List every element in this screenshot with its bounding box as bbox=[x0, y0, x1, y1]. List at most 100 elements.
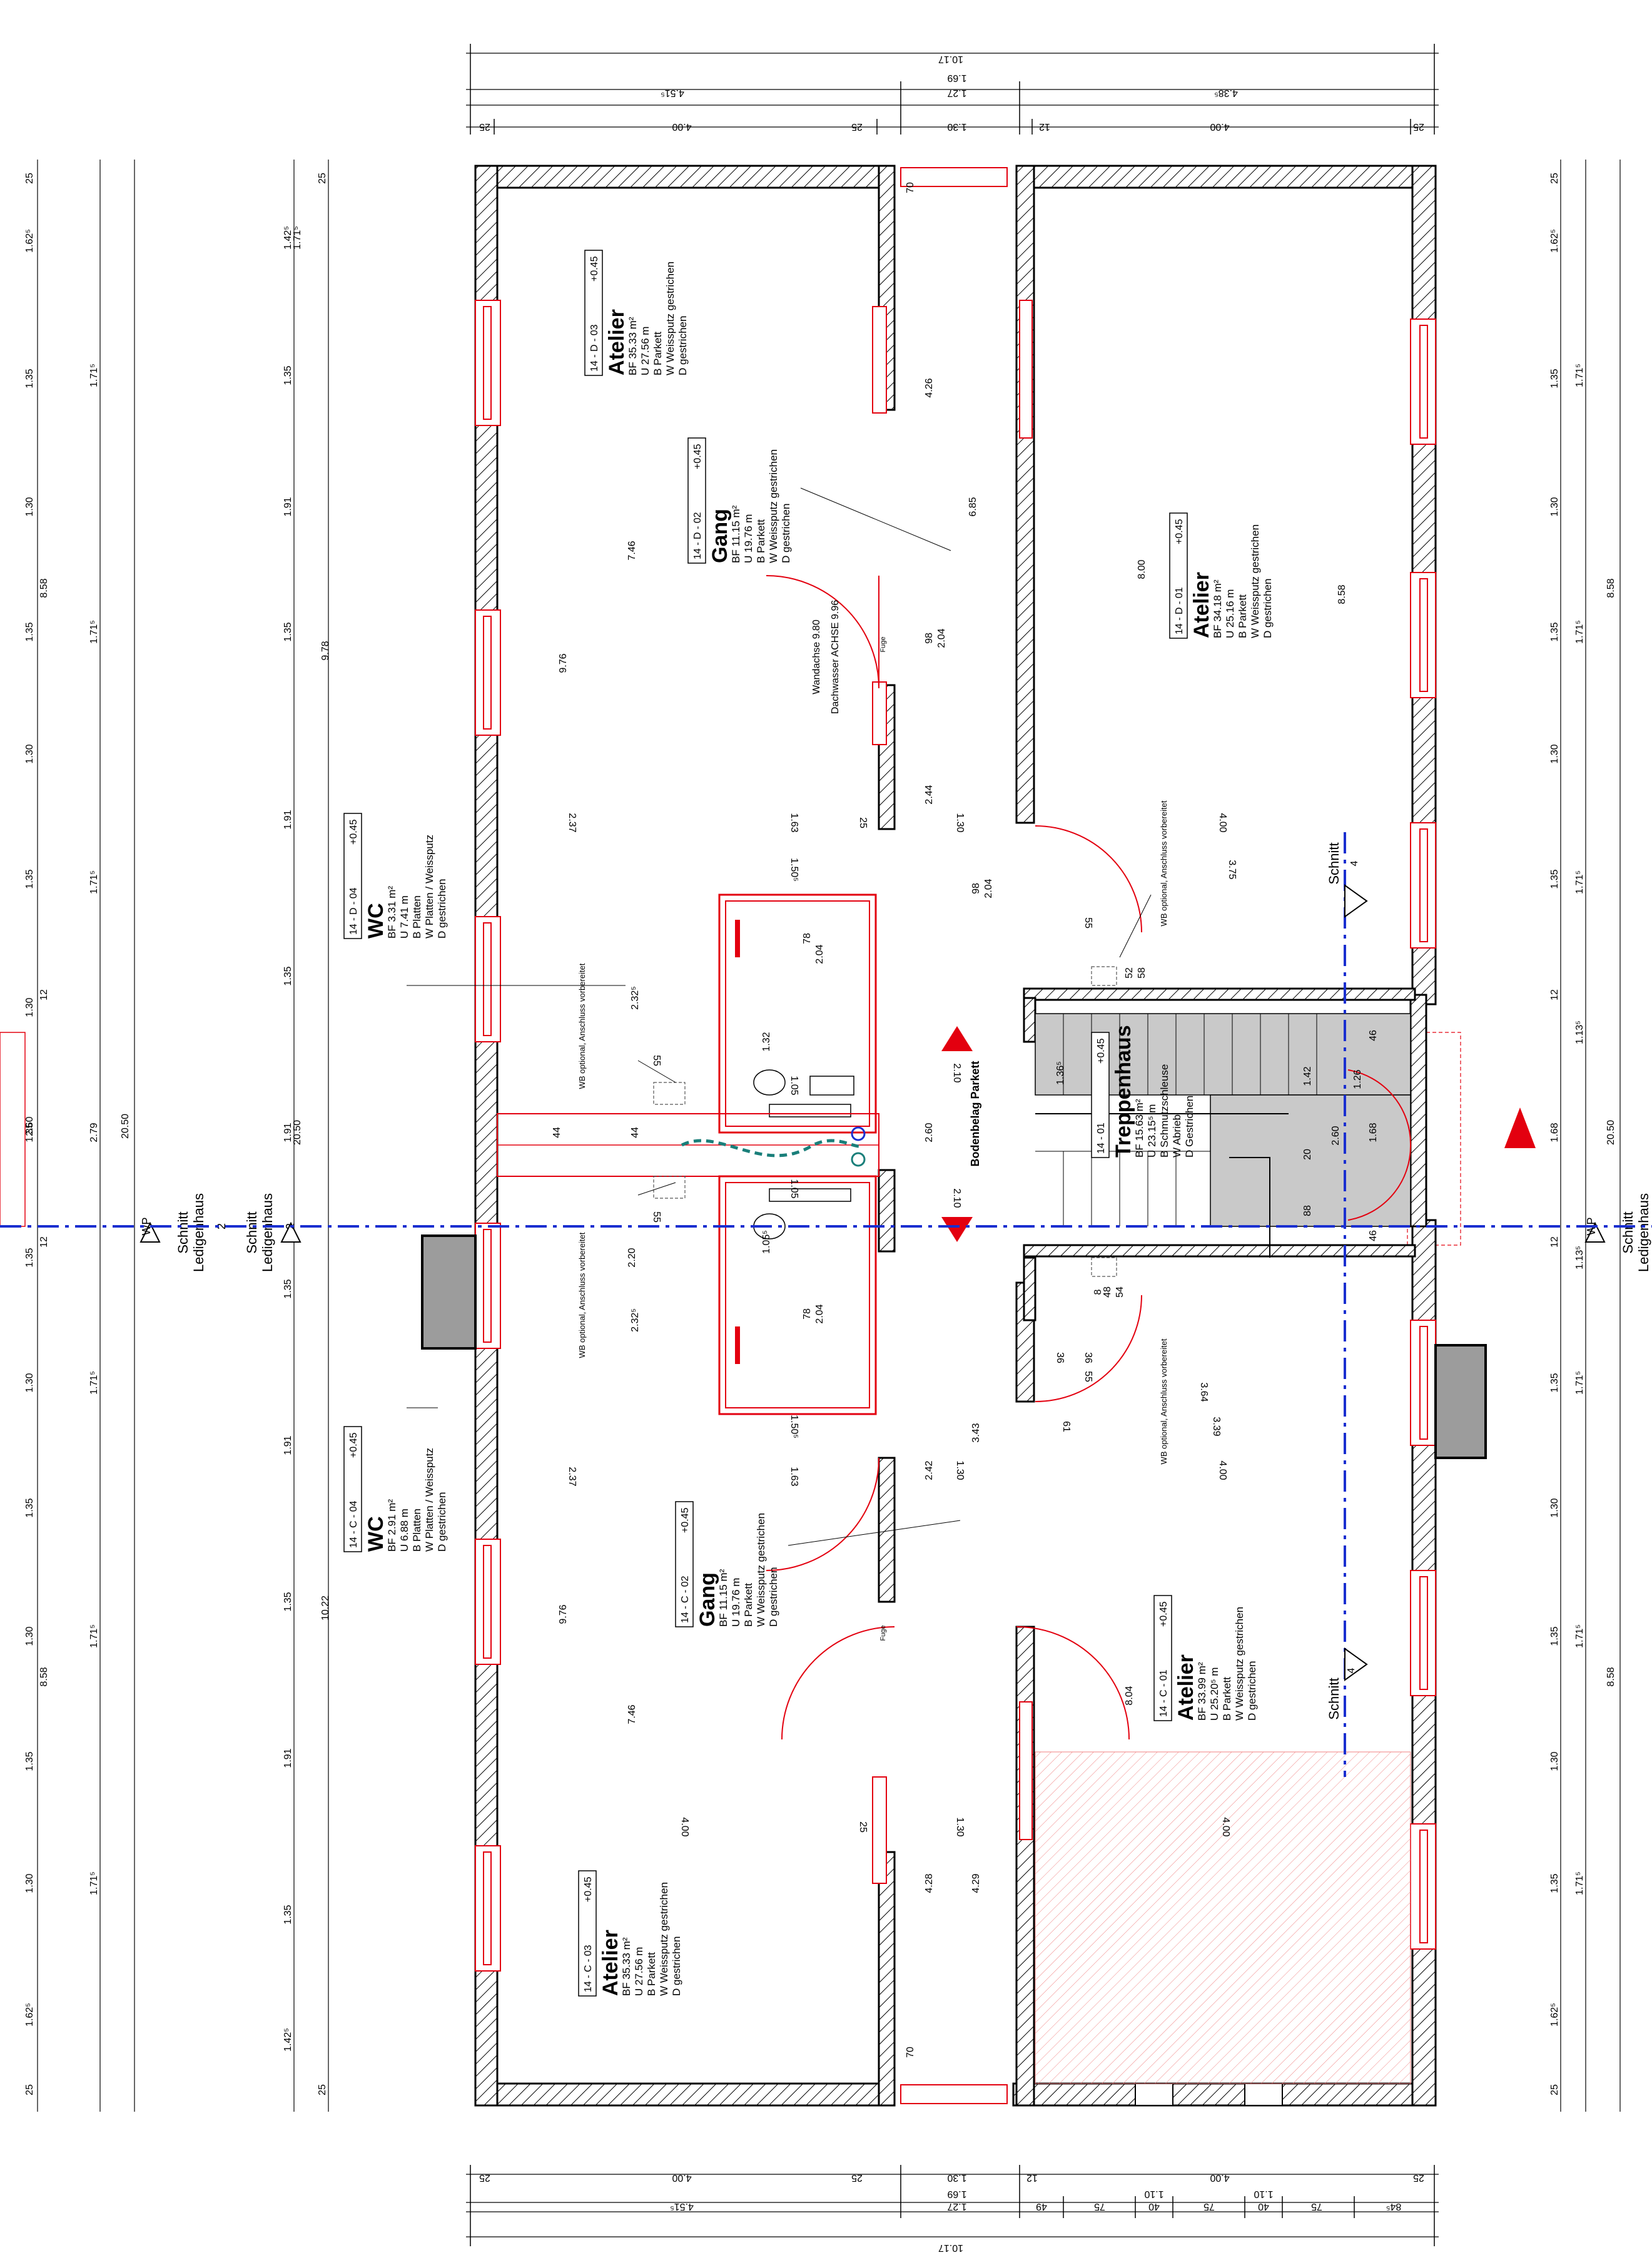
svg-text:2: 2 bbox=[215, 1223, 228, 1229]
svg-text:7.46: 7.46 bbox=[627, 541, 637, 560]
dim-top-center: 1.69 bbox=[947, 73, 966, 83]
svg-text:B Platten: B Platten bbox=[411, 1509, 423, 1552]
svg-text:1.62⁵: 1.62⁵ bbox=[24, 2003, 35, 2027]
svg-text:9.76: 9.76 bbox=[558, 1604, 569, 1624]
svg-text:8.04: 8.04 bbox=[1124, 1686, 1135, 1705]
dim-bottom-seg: 4.00 bbox=[1210, 2172, 1229, 2183]
room-stamps: 14 - D - 03 +0.45 Atelier BF 35.33 m² U … bbox=[343, 250, 1274, 1997]
svg-text:1.13⁵: 1.13⁵ bbox=[1574, 1021, 1585, 1044]
svg-text:Wandachse 9.80: Wandachse 9.80 bbox=[811, 619, 822, 695]
svg-text:D gestrichen: D gestrichen bbox=[780, 504, 792, 563]
svg-text:1.91: 1.91 bbox=[283, 497, 293, 516]
svg-text:B Parkett: B Parkett bbox=[1237, 594, 1249, 638]
dim-bottom-row2: 40 bbox=[1258, 2201, 1269, 2212]
svg-text:1.71⁵: 1.71⁵ bbox=[1574, 364, 1585, 387]
svg-text:1.71⁵: 1.71⁵ bbox=[89, 364, 99, 387]
svg-text:1.26: 1.26 bbox=[1352, 1069, 1363, 1089]
windows-left bbox=[475, 300, 501, 1972]
svg-text:+0.45: +0.45 bbox=[589, 256, 600, 282]
svg-text:10.22: 10.22 bbox=[320, 1596, 331, 1621]
room-stamp-c-01: 14 - C - 01 +0.45 Atelier BF 33.99 m² U … bbox=[1153, 1595, 1258, 1721]
svg-text:25: 25 bbox=[858, 817, 868, 828]
svg-text:25: 25 bbox=[24, 173, 35, 184]
svg-text:14 - D - 04: 14 - D - 04 bbox=[348, 887, 359, 935]
svg-text:3.64: 3.64 bbox=[1198, 1382, 1209, 1402]
dim-bottom-seg: 1.30 bbox=[947, 2172, 966, 2183]
svg-text:1.35: 1.35 bbox=[283, 1905, 293, 1924]
svg-text:1.42⁵: 1.42⁵ bbox=[283, 2028, 293, 2052]
svg-text:1.71⁵: 1.71⁵ bbox=[89, 620, 99, 644]
svg-text:1.35: 1.35 bbox=[1549, 869, 1560, 888]
svg-text:2.32⁵: 2.32⁵ bbox=[630, 986, 641, 1010]
arrow-up-red bbox=[941, 1026, 973, 1051]
svg-text:12: 12 bbox=[1549, 1236, 1560, 1248]
svg-text:BF 33.99 m²: BF 33.99 m² bbox=[1196, 1662, 1208, 1721]
doors bbox=[766, 575, 1412, 1740]
svg-text:1.71⁵: 1.71⁵ bbox=[1574, 1871, 1585, 1895]
svg-text:70: 70 bbox=[905, 2047, 916, 2058]
svg-text:25: 25 bbox=[1549, 2084, 1560, 2095]
top-dimension-chains: 10.17 4.51⁵ 1.69 4.38⁵ 1.27 25 4.00 25 1… bbox=[466, 44, 1439, 135]
svg-text:D gestrichen: D gestrichen bbox=[768, 1567, 779, 1627]
dim-top-seg: 1.30 bbox=[947, 121, 966, 132]
svg-text:4.00: 4.00 bbox=[679, 1817, 690, 1836]
svg-text:36: 36 bbox=[1083, 1352, 1093, 1363]
svg-text:4.00: 4.00 bbox=[1220, 1817, 1231, 1836]
svg-text:4: 4 bbox=[1346, 1667, 1357, 1673]
svg-text:1.35: 1.35 bbox=[24, 369, 35, 388]
svg-text:3.75: 3.75 bbox=[1227, 860, 1237, 879]
section-marker-4-bottom bbox=[1344, 1647, 1368, 1681]
installation-shaft bbox=[497, 1113, 879, 1177]
svg-text:52: 52 bbox=[1124, 967, 1135, 979]
svg-text:Fuge: Fuge bbox=[879, 1625, 887, 1641]
svg-text:BF 3.31 m²: BF 3.31 m² bbox=[386, 886, 398, 939]
room-stamp-c-03: 14 - C - 03 +0.45 Atelier BF 35.33 m² U … bbox=[578, 1870, 682, 1997]
svg-text:6.85: 6.85 bbox=[968, 497, 978, 516]
svg-text:BF 2.91 m²: BF 2.91 m² bbox=[386, 1499, 398, 1552]
svg-text:U 27.56 m: U 27.56 m bbox=[633, 1947, 645, 1996]
svg-text:44: 44 bbox=[630, 1127, 641, 1138]
right-dimension-chains: 25 1.62⁵ 1.35 1.30 1.35 1.30 1.35 12 1.6… bbox=[1504, 160, 1651, 2112]
svg-text:1.05⁵: 1.05⁵ bbox=[761, 1230, 772, 1254]
svg-text:4.26: 4.26 bbox=[924, 378, 935, 397]
svg-text:1.91: 1.91 bbox=[283, 810, 293, 829]
svg-text:D gestrichen: D gestrichen bbox=[1246, 1661, 1258, 1721]
svg-text:88: 88 bbox=[1302, 1205, 1313, 1216]
svg-text:Atelier: Atelier bbox=[605, 309, 629, 375]
svg-text:4.00: 4.00 bbox=[1217, 813, 1228, 832]
notes: Bodenbelag Parkett Wandachse 9.80 Dachwa… bbox=[577, 600, 1168, 1641]
svg-text:2.04: 2.04 bbox=[936, 628, 947, 648]
section-arrow-red bbox=[1504, 1107, 1536, 1148]
dim-bottom-row2: 75 bbox=[1094, 2201, 1105, 2212]
svg-text:46: 46 bbox=[1368, 1030, 1379, 1041]
svg-text:20.50: 20.50 bbox=[292, 1120, 303, 1145]
svg-text:4.00: 4.00 bbox=[1217, 1460, 1228, 1480]
svg-text:8.58: 8.58 bbox=[1606, 578, 1616, 598]
svg-text:1.63: 1.63 bbox=[789, 813, 799, 832]
dim-bottom-row2: 1.69 bbox=[947, 2189, 966, 2199]
svg-text:+0.45: +0.45 bbox=[1158, 1601, 1169, 1627]
hatched-area bbox=[1035, 1751, 1411, 2084]
svg-text:1.71⁵: 1.71⁵ bbox=[89, 1371, 99, 1395]
dim-top-left: 4.51⁵ bbox=[661, 88, 684, 98]
svg-text:Gang: Gang bbox=[708, 509, 732, 563]
svg-text:1.62⁵: 1.62⁵ bbox=[1549, 229, 1560, 253]
dim-bottom-row2: 1.10 bbox=[1254, 2189, 1273, 2199]
dim-bottom-total: 10.17 bbox=[938, 2242, 963, 2253]
svg-text:U 25.16 m: U 25.16 m bbox=[1224, 589, 1236, 638]
svg-text:1.30: 1.30 bbox=[24, 1373, 35, 1392]
dim-top-seg: 4.00 bbox=[1210, 121, 1229, 132]
svg-text:1.91: 1.91 bbox=[283, 1122, 293, 1142]
svg-text:1.30: 1.30 bbox=[24, 997, 35, 1017]
svg-text:1.71⁵: 1.71⁵ bbox=[1574, 1371, 1585, 1395]
svg-text:W Weissputz gestrichen: W Weissputz gestrichen bbox=[755, 1513, 767, 1627]
dim-bottom-seg: 25 bbox=[851, 2172, 863, 2183]
dim-bottom-row2: 75 bbox=[1311, 2201, 1322, 2212]
svg-text:2.42: 2.42 bbox=[924, 1460, 935, 1480]
dim-bottom-row2: 1.10 bbox=[1144, 2189, 1163, 2199]
left-dimension-chains: 25 1.62⁵ 1.35 1.30 1.35 1.30 1.35 1.30 1… bbox=[24, 160, 331, 2112]
svg-text:1.30: 1.30 bbox=[955, 1817, 965, 1836]
svg-text:D gestrichen: D gestrichen bbox=[1262, 579, 1274, 638]
dim-bottom-row2: 49 bbox=[1036, 2201, 1047, 2212]
svg-text:2.10: 2.10 bbox=[951, 1063, 962, 1082]
